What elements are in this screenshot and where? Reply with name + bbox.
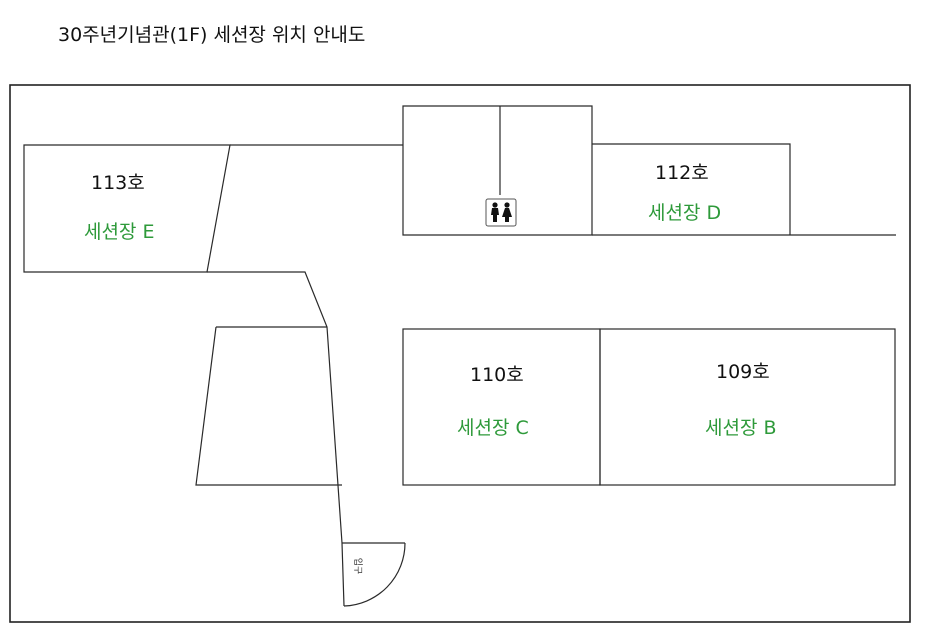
room-113-outline [23, 144, 231, 273]
entrance-door [341, 542, 406, 607]
entrance-label: 입구 [352, 558, 364, 575]
restroom-icon [485, 198, 517, 227]
room-109-name: 세션장 B [705, 417, 777, 439]
room-112-number: 112호 [655, 162, 709, 184]
building-outline [9, 84, 911, 623]
room-113-number: 113호 [91, 172, 145, 194]
lobby-outline [195, 271, 343, 544]
room-110-name: 세션장 C [457, 417, 529, 439]
room-110-outline [402, 328, 601, 486]
page-title: 30주년기념관(1F) 세션장 위치 안내도 [58, 24, 366, 46]
room-109-outline [599, 328, 896, 486]
room-109-number: 109호 [716, 361, 770, 383]
room-110-number: 110호 [470, 364, 524, 386]
room-113-name: 세션장 E [84, 221, 155, 243]
room-112-name: 세션장 D [648, 202, 721, 224]
room-112-outline [592, 143, 791, 235]
